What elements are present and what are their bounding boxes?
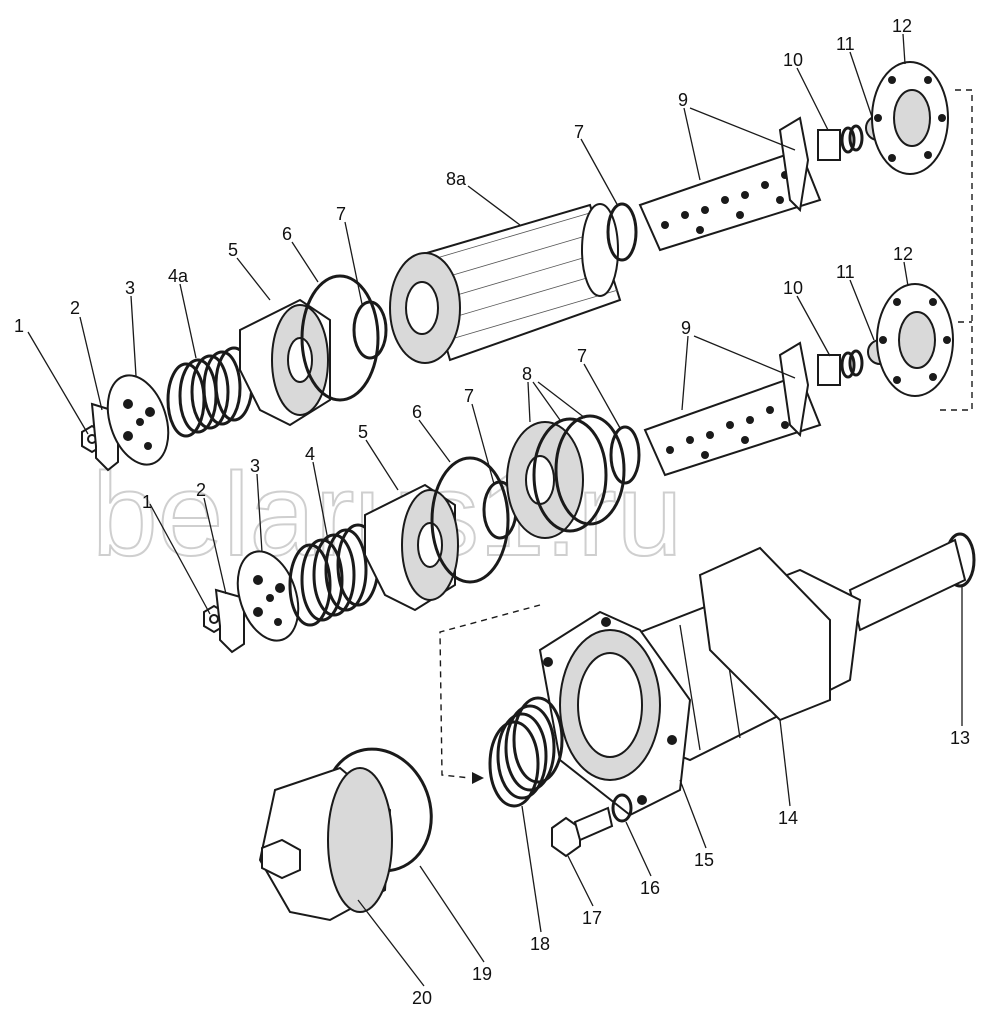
callout-7-upper-right: 7 — [574, 122, 584, 142]
washer-16 — [611, 793, 633, 823]
callout-19: 19 — [472, 964, 492, 984]
callout-8a: 8a — [446, 169, 467, 189]
flange-upper — [871, 61, 949, 175]
callout-6-upper: 6 — [282, 224, 292, 244]
upper-assembly — [81, 61, 949, 472]
callout-1-upper: 1 — [14, 316, 24, 336]
callout-20: 20 — [412, 988, 432, 1008]
callout-11-upper: 11 — [836, 34, 855, 54]
gasket-7-lower-right — [609, 425, 641, 485]
gasket-7-upper-right — [606, 202, 638, 262]
flange-lower — [876, 283, 954, 397]
callout-16: 16 — [640, 878, 660, 898]
cover-20 — [258, 766, 393, 922]
outlet-pipe — [848, 538, 967, 632]
perforated-tube-lower — [643, 341, 822, 477]
callout-10-upper: 10 — [783, 50, 803, 70]
callout-4a: 4a — [168, 266, 189, 286]
callout-3-upper: 3 — [125, 278, 135, 298]
seal-ring-6-upper — [300, 274, 380, 402]
perforated-disc-lower — [236, 550, 300, 642]
filter-discs-8 — [506, 414, 626, 539]
housing-assembly — [258, 532, 976, 922]
valve-spring-upper — [817, 124, 864, 161]
callout-11-lower: 11 — [836, 262, 855, 282]
callout-7-lower-left: 7 — [464, 386, 474, 406]
callout-12-lower: 12 — [893, 244, 913, 264]
callout-6-lower: 6 — [412, 402, 422, 422]
callout-1-lower: 1 — [142, 492, 152, 512]
callout-17: 17 — [582, 908, 602, 928]
callout-4: 4 — [305, 444, 315, 464]
callout-5-lower: 5 — [358, 422, 368, 442]
lower-assembly — [203, 283, 954, 654]
callout-5-upper: 5 — [228, 240, 238, 260]
callout-9-upper: 9 — [678, 90, 688, 110]
spring-upper — [166, 346, 254, 438]
filter-cap-upper — [239, 298, 331, 427]
spring-lower — [288, 523, 380, 627]
mesh-filter-element — [389, 203, 622, 364]
bolt-17 — [551, 806, 614, 858]
gasket-7-upper-left — [352, 300, 388, 360]
housing-flange-15 — [538, 610, 692, 817]
seal-ring-6-lower — [430, 456, 510, 584]
callout-14: 14 — [778, 808, 798, 828]
assembly-guide-right — [940, 89, 973, 411]
callout-15: 15 — [694, 850, 714, 870]
callout-12-upper: 12 — [892, 16, 912, 36]
valve-spring-lower — [817, 349, 864, 386]
callout-3-lower: 3 — [250, 456, 260, 476]
housing-gasket-14 — [698, 546, 831, 722]
perforated-tube-upper — [638, 116, 822, 252]
callout-7-lower-right: 7 — [577, 346, 587, 366]
callout-2-lower: 2 — [196, 480, 206, 500]
leader-lines — [27, 33, 963, 987]
callout-10-lower: 10 — [783, 278, 803, 298]
callout-13: 13 — [950, 728, 970, 748]
spring-18 — [488, 696, 564, 808]
guide-arrowhead — [472, 772, 484, 784]
callout-9-lower: 9 — [681, 318, 691, 338]
perforated-disc-upper — [106, 374, 170, 466]
callout-18: 18 — [530, 934, 550, 954]
callout-8: 8 — [522, 364, 532, 384]
callout-labels: 1 2 3 4a 5 6 7 8a 7 9 10 11 12 1 2 3 4 5… — [14, 16, 970, 1008]
callout-2-upper: 2 — [70, 298, 80, 318]
callout-7-upper-left: 7 — [336, 204, 346, 224]
